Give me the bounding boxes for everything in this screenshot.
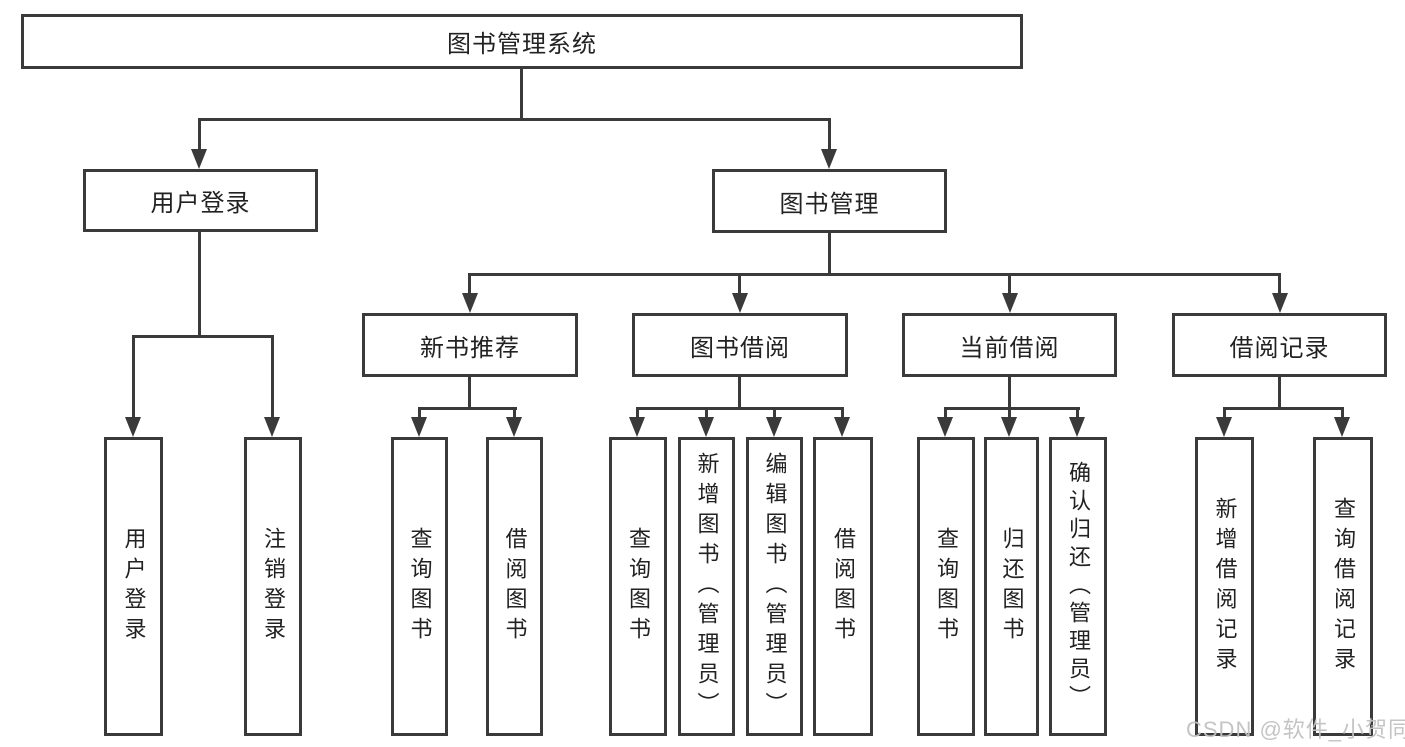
leaf-label: 查询借阅记录 xyxy=(1331,496,1356,677)
connector-root-branch xyxy=(198,118,831,121)
arrow-down-icon xyxy=(506,417,522,437)
node-leaf-confirm-return-admin: 确认归还（管理员） xyxy=(1049,437,1107,736)
node-leaf-borrow-books: 借阅图书 xyxy=(813,437,873,736)
leaf-label: 确认归还（管理员） xyxy=(1066,460,1091,713)
csdn-watermark: CSDN @软件_小贺同学 xyxy=(1186,717,1405,742)
arrow-down-icon xyxy=(1002,293,1018,313)
connector-stem xyxy=(1278,376,1281,410)
leaf-label: 查询图书 xyxy=(934,526,959,647)
node-leaf-add-borrow-record: 新增借阅记录 xyxy=(1195,437,1254,736)
node-current-borrow-label: 当前借阅 xyxy=(959,334,1060,362)
node-leaf-add-book-admin: 新增图书（管理员） xyxy=(678,437,735,736)
leaf-label: 查询图书 xyxy=(407,526,433,647)
arrow-down-icon xyxy=(937,417,953,437)
connector-branch xyxy=(636,407,844,410)
connector-book-mgmt-drop xyxy=(828,118,831,152)
node-leaf-logout: 注销登录 xyxy=(244,437,302,736)
node-new-book-recommend-label: 新书推荐 xyxy=(420,334,520,362)
leaf-label: 新增图书（管理员） xyxy=(694,451,720,722)
node-leaf-query-books-current: 查询图书 xyxy=(917,437,975,736)
node-leaf-edit-book-admin: 编辑图书（管理员） xyxy=(746,437,803,736)
node-root: 图书管理系统 xyxy=(21,14,1023,69)
connector-branch xyxy=(944,407,1080,410)
leaf-label: 注销登录 xyxy=(261,526,286,647)
node-leaf-return-books: 归还图书 xyxy=(984,437,1039,736)
connector-book-mgmt-branch xyxy=(468,273,1281,276)
connector-drop xyxy=(705,407,708,419)
leaf-label: 新增借阅记录 xyxy=(1212,496,1238,677)
arrow-down-icon xyxy=(821,149,837,169)
connector-drop xyxy=(1223,407,1226,419)
arrow-down-icon xyxy=(264,417,280,437)
leaf-label: 编辑图书（管理员） xyxy=(762,451,788,722)
connector-drop xyxy=(132,335,135,421)
node-leaf-query-books-borrow: 查询图书 xyxy=(609,437,667,736)
node-new-book-recommend: 新书推荐 xyxy=(362,313,578,377)
arrow-down-icon xyxy=(462,293,478,313)
node-current-borrow: 当前借阅 xyxy=(902,313,1117,377)
node-leaf-borrow-books-recommend: 借阅图书 xyxy=(486,437,543,736)
leaf-label: 用户登录 xyxy=(121,526,147,647)
arrow-down-icon xyxy=(125,417,141,437)
node-user-login-label: 用户登录 xyxy=(150,190,251,217)
node-borrow-records-label: 借阅记录 xyxy=(1229,334,1330,362)
node-leaf-query-books-recommend: 查询图书 xyxy=(391,437,448,736)
connector-drop xyxy=(1008,273,1011,297)
connector-stem xyxy=(468,376,471,410)
connector-drop xyxy=(1278,273,1281,297)
connector-user-login-drop xyxy=(198,118,201,152)
connector-drop xyxy=(1008,407,1011,419)
connector-root-drop xyxy=(520,69,523,121)
connector-drop xyxy=(773,407,776,419)
connector-drop xyxy=(468,273,471,297)
arrow-down-icon xyxy=(1334,417,1350,437)
connector-stem xyxy=(1008,376,1011,410)
arrow-down-icon xyxy=(1001,417,1017,437)
arrow-down-icon xyxy=(766,417,782,437)
arrow-down-icon xyxy=(191,149,207,169)
node-leaf-user-login: 用户登录 xyxy=(104,437,163,736)
arrow-down-icon xyxy=(698,417,714,437)
node-root-label: 图书管理系统 xyxy=(447,31,597,58)
connector-drop xyxy=(1341,407,1344,419)
node-user-login: 用户登录 xyxy=(83,169,318,232)
arrow-down-icon xyxy=(411,417,427,437)
connector-drop xyxy=(636,407,639,419)
leaf-label: 借阅图书 xyxy=(831,526,856,647)
leaf-label: 归还图书 xyxy=(999,526,1025,647)
leaf-label: 借阅图书 xyxy=(502,526,528,647)
connector-drop xyxy=(738,273,741,297)
arrow-down-icon xyxy=(1069,417,1085,437)
connector-drop xyxy=(418,407,421,419)
connector-drop xyxy=(841,407,844,419)
connector-stem xyxy=(738,376,741,410)
node-book-mgmt-label: 图书管理 xyxy=(779,190,880,218)
connector-drop xyxy=(513,407,516,419)
node-book-borrow-label: 图书借阅 xyxy=(690,334,790,362)
node-borrow-records: 借阅记录 xyxy=(1172,313,1387,377)
leaf-label: 查询图书 xyxy=(626,526,651,647)
connector-drop xyxy=(1076,407,1079,419)
arrow-down-icon xyxy=(732,293,748,313)
connector-book-mgmt-stem xyxy=(828,233,831,276)
node-book-borrow: 图书借阅 xyxy=(632,313,848,377)
connector-user-login-branch xyxy=(132,335,274,338)
connector-branch xyxy=(418,407,517,410)
connector-branch xyxy=(1223,407,1343,410)
connector-user-login-stem xyxy=(198,232,201,338)
arrow-down-icon xyxy=(834,417,850,437)
arrow-down-icon xyxy=(1272,293,1288,313)
arrow-down-icon xyxy=(1216,417,1232,437)
connector-drop xyxy=(944,407,947,419)
node-book-mgmt: 图书管理 xyxy=(712,169,947,233)
arrow-down-icon xyxy=(629,417,645,437)
connector-drop xyxy=(271,335,274,421)
node-leaf-query-borrow-record: 查询借阅记录 xyxy=(1313,437,1373,736)
